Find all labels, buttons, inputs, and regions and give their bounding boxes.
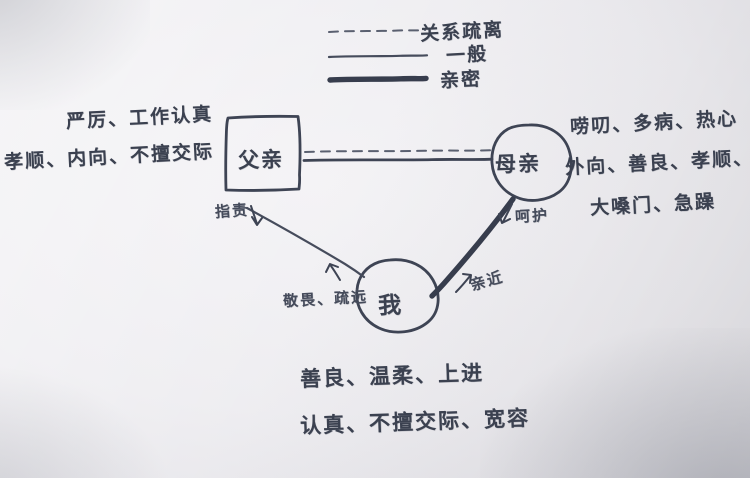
edge-label-care: 呵护 [514,206,550,226]
edge-label-awe-distance: 敬畏、疏远 [282,287,369,311]
legend-label-intimate: 亲密 [439,67,483,93]
node-label-self: 我 [377,292,404,320]
node-label-father: 父亲 [237,147,285,173]
self-trait-line-1: 善良、温柔、上进 [299,360,485,392]
node-label-mother: 母亲 [494,151,542,177]
edge-label-blame: 指责 [214,200,250,222]
